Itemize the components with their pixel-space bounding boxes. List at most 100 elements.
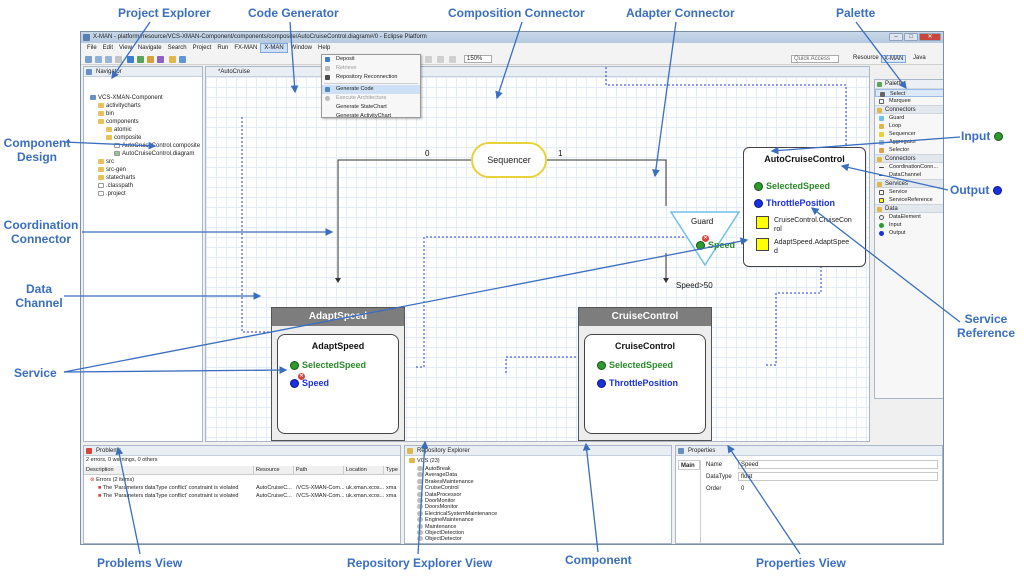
menu-xman[interactable]: X-MAN <box>260 43 288 53</box>
palette-aggregator[interactable]: Aggregator <box>875 138 943 146</box>
search-icon[interactable] <box>179 56 186 63</box>
close-button[interactable]: ✕ <box>919 33 941 41</box>
perspective-xman[interactable]: X-MAN <box>881 55 907 63</box>
menu-execute-architecture[interactable]: Execute Architecture <box>322 94 420 103</box>
cruise-control-component[interactable]: CruiseControl CruiseControl <box>578 307 712 441</box>
external-tools-icon[interactable] <box>157 56 164 63</box>
menu-generate-activitychart[interactable]: Generate ActivityChart <box>322 112 420 121</box>
table-row[interactable]: ■ The 'Parameters dataType conflict' con… <box>96 492 254 500</box>
column-path[interactable]: Path <box>294 466 344 475</box>
palette-data-channel[interactable]: DataChannel <box>875 171 943 179</box>
menu-edit[interactable]: Edit <box>102 45 114 51</box>
run-icon[interactable] <box>137 56 144 63</box>
tree-item-bin[interactable]: bin <box>98 110 114 118</box>
menu-generate-statechart[interactable]: Generate StateChart <box>322 103 420 112</box>
menu-run[interactable]: Run <box>217 45 229 51</box>
service-reference-adapt-icon[interactable] <box>756 238 769 251</box>
maximize-button[interactable]: □ <box>904 33 918 41</box>
tree-item-src-gen[interactable]: src-gen <box>98 166 126 174</box>
tree-item-composite-file[interactable]: AutoCruiseControl.composite <box>114 142 200 150</box>
tree-item-project-file[interactable]: .project <box>98 190 126 198</box>
print-icon[interactable] <box>105 56 112 63</box>
composition-connector-left[interactable] <box>337 159 471 281</box>
menu-retrieve[interactable]: Retrieve <box>322 64 420 73</box>
palette-input[interactable]: Input <box>875 221 943 229</box>
tree-item-src[interactable]: src <box>98 158 114 166</box>
palette-output[interactable]: Output <box>875 229 943 237</box>
menu-project[interactable]: Project <box>192 45 212 51</box>
line-color-icon[interactable] <box>425 56 432 63</box>
palette-service[interactable]: Service <box>875 188 943 196</box>
menu-deposit[interactable]: Deposit <box>322 55 420 64</box>
tree-item-classpath[interactable]: .classpath <box>98 182 133 190</box>
palette-group-data[interactable]: Data <box>875 204 943 213</box>
column-type[interactable]: Type <box>384 466 400 475</box>
tree-item-project[interactable]: VCS-XMAN-Component <box>90 94 163 102</box>
tree-item-diagram-file[interactable]: AutoCruiseControl.diagram <box>114 150 194 158</box>
palette-loop[interactable]: Loop <box>875 122 943 130</box>
menu-view[interactable]: View <box>119 45 132 51</box>
properties-tab[interactable]: Properties <box>676 446 942 456</box>
palette-marquee-tool[interactable]: Marquee <box>875 97 943 105</box>
adapt-speed-component[interactable]: AdaptSpeed AdaptSpeed <box>271 307 405 441</box>
cruise-input-selectedspeed[interactable]: SelectedSpeed <box>597 359 673 371</box>
palette-group-connectors[interactable]: Connectors <box>875 105 943 114</box>
palette-select-tool[interactable]: Select <box>875 89 943 97</box>
zoom-in-icon[interactable] <box>449 56 456 63</box>
palette-sequencer[interactable]: Sequencer <box>875 130 943 138</box>
quick-access-input[interactable]: Quick Access <box>791 55 839 63</box>
property-datatype-select[interactable]: float <box>738 472 938 481</box>
list-item[interactable]: ObjectDetector <box>417 536 462 543</box>
problems-tab[interactable]: Problems <box>84 446 400 456</box>
cruise-output-throttle[interactable]: ThrottlePosition <box>597 377 678 389</box>
column-description[interactable]: Description <box>84 466 254 475</box>
sequencer-connector[interactable]: Sequencer <box>471 142 547 178</box>
adapt-output-speed[interactable]: Speed <box>290 377 329 389</box>
diagram-canvas[interactable]: *AutoCruise Sequencer 0 1 <box>205 66 870 442</box>
open-folder-icon[interactable] <box>169 56 176 63</box>
tree-item-components[interactable]: components <box>98 118 139 126</box>
navigator-tab[interactable]: Navigator <box>84 67 202 77</box>
column-resource[interactable]: Resource <box>254 466 294 475</box>
menu-search[interactable]: Search <box>167 45 187 51</box>
zoom-select[interactable]: 150% <box>464 55 492 63</box>
perspective-resource[interactable]: Resource <box>853 55 879 61</box>
palette-data-element[interactable]: DataElement <box>875 213 943 221</box>
deposit-icon[interactable] <box>127 56 134 63</box>
debug-icon[interactable] <box>147 56 154 63</box>
menu-file[interactable]: File <box>87 45 97 51</box>
column-location[interactable]: Location <box>344 466 384 475</box>
adapt-input-selectedspeed[interactable]: SelectedSpeed <box>290 359 366 371</box>
palette-selector[interactable]: Selector <box>875 146 943 154</box>
composite-output-throttle[interactable]: ThrottlePosition <box>754 197 835 209</box>
menu-repository-reconnection[interactable]: Repository Reconnection <box>322 73 420 82</box>
minimize-button[interactable]: – <box>889 33 903 41</box>
palette-header[interactable]: Palette <box>875 80 943 89</box>
undo-icon[interactable] <box>115 56 122 63</box>
tree-item-composite[interactable]: composite <box>106 134 141 142</box>
problems-error-group[interactable]: ⊗ Errors (2 items) <box>88 476 248 484</box>
editor-tab[interactable]: *AutoCruise <box>206 67 869 77</box>
tree-item-activitycharts[interactable]: activitycharts <box>98 102 141 110</box>
palette-service-reference[interactable]: ServiceReference <box>875 196 943 204</box>
property-name-field[interactable]: Speed <box>738 460 938 469</box>
guard-port-speed[interactable]: Speed <box>696 239 735 251</box>
repository-explorer-tab[interactable]: Repository Explorer <box>405 446 671 456</box>
perspective-java[interactable]: Java <box>913 55 926 61</box>
menu-fxman[interactable]: FX-MAN <box>234 45 258 51</box>
service-reference-cruise-icon[interactable] <box>756 216 769 229</box>
line-style-icon[interactable] <box>437 56 444 63</box>
table-row[interactable]: ■ The 'Parameters dataType conflict' con… <box>96 484 254 492</box>
tree-item-atomic[interactable]: atomic <box>106 126 132 134</box>
menu-help[interactable]: Help <box>318 45 331 51</box>
composition-connector-right[interactable] <box>547 159 667 206</box>
palette-coordination-connector[interactable]: CoordinationConn... <box>875 163 943 171</box>
save-icon[interactable] <box>95 56 102 63</box>
tree-item-statecharts[interactable]: statecharts <box>98 174 135 182</box>
composite-input-selectedspeed[interactable]: SelectedSpeed <box>754 180 830 192</box>
palette-guard[interactable]: Guard <box>875 114 943 122</box>
repository-root[interactable]: VCS (23) <box>409 458 440 466</box>
new-icon[interactable] <box>85 56 92 63</box>
